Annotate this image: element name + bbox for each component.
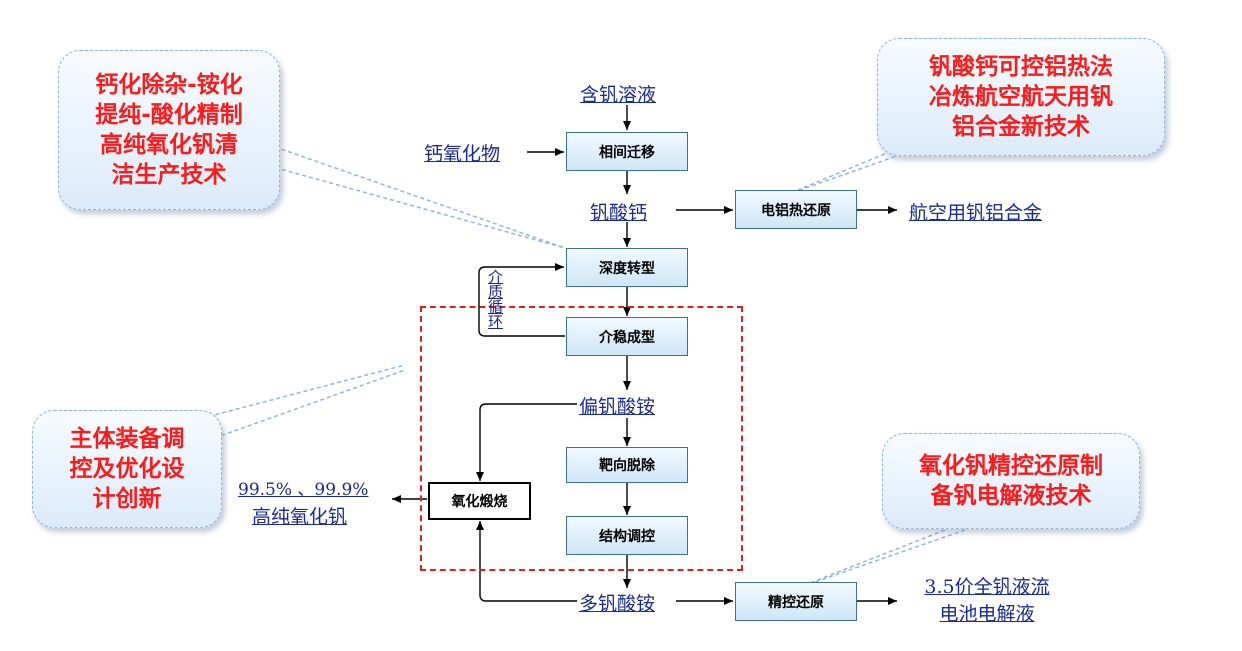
callout-electrolyte-technology: 氧化钒精控还原制 备钒电解液技术 (882, 433, 1140, 529)
calcium-oxide-label[interactable]: 钙氧化物 (424, 143, 501, 165)
flow-battery-electrolyte-line2[interactable]: 电池电解液 (939, 603, 1035, 625)
high-purity-oxide-label[interactable]: 高纯氧化钒 (252, 506, 348, 528)
ammonium-polyvanadate-label[interactable]: 多钒酸铵 (579, 593, 656, 615)
arrow-medium-recycle (478, 263, 565, 337)
arrow-polyvanadate-to-calcination (476, 521, 577, 602)
oxidation-calcination-box: 氧化煅烧 (428, 482, 531, 520)
callout-purification-technology: 钙化除杂-铵化 提纯-酸化精制 高纯氧化钒清 洁生产技术 (58, 50, 280, 210)
precise-reduction-box: 精控还原 (735, 582, 857, 621)
medium-recycle-label: 介质循环 (488, 268, 504, 331)
arrow-metavanadate-to-calcination (476, 403, 577, 481)
calcium-vanadate-label[interactable]: 钒酸钙 (590, 202, 648, 224)
targeted-removal-box: 靶向脱除 (566, 447, 688, 483)
callout-aluminothermic-technology: 钒酸钙可控铝热法 冶炼航空航天用钒 铝合金新技术 (877, 38, 1165, 156)
aviation-alloy-label[interactable]: 航空用钒铝合金 (909, 202, 1043, 224)
stable-forming-box: 介稳成型 (566, 317, 688, 356)
deep-transformation-box: 深度转型 (566, 248, 688, 287)
aluminothermic-reduction-box: 电铝热还原 (735, 190, 857, 229)
callout-equipment-innovation: 主体装备调 控及优化设 计创新 (32, 410, 222, 528)
ammonium-metavanadate-label[interactable]: 偏钒酸铵 (579, 396, 656, 418)
equipment-innovation-frame (420, 306, 743, 571)
phase-migration-box: 相间迁移 (566, 132, 688, 171)
flow-battery-electrolyte-line1[interactable]: 3.5价全钒液流 (924, 576, 1050, 598)
vanadium-solution-label[interactable]: 含钒溶液 (580, 84, 657, 106)
purity-values-label[interactable]: 99.5% 、99.9% (238, 480, 369, 500)
structure-control-box: 结构调控 (566, 516, 688, 555)
